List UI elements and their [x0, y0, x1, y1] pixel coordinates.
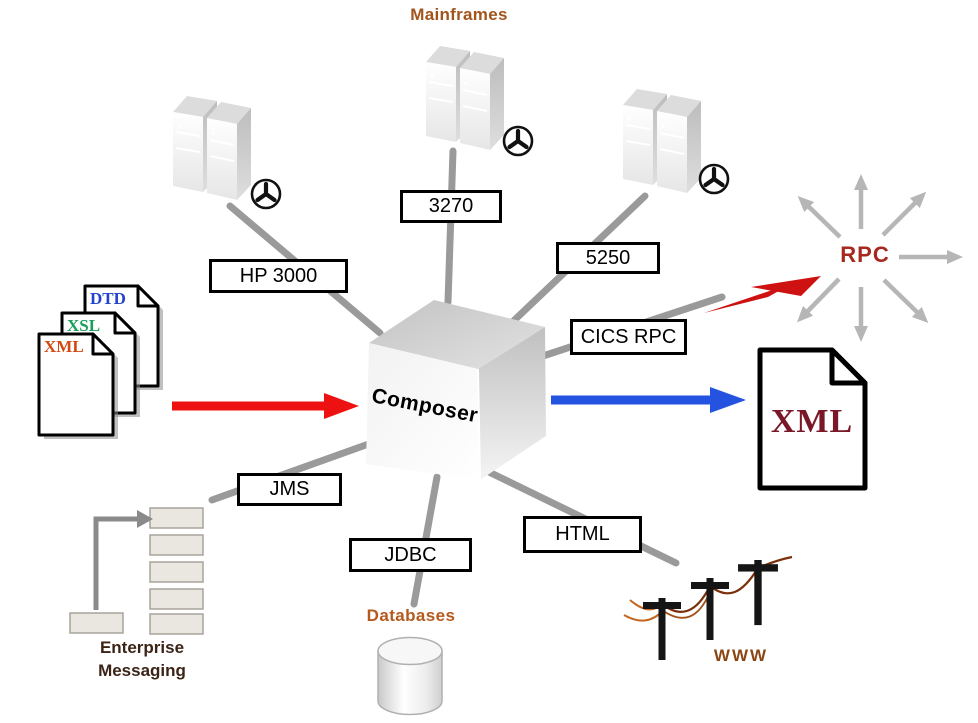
as400-server-tower-icon	[622, 88, 702, 194]
hp3000-server-tower-icon	[172, 95, 252, 201]
input-arrow	[172, 393, 359, 419]
protocol-label-3270: 3270	[428, 195, 474, 217]
clock-icon-right	[700, 165, 728, 193]
protocol-box-cics-rpc: CICS RPC	[570, 319, 687, 355]
starburst-arrows-icon	[796, 174, 963, 342]
enterprise-messaging-title-line2: Messaging	[98, 661, 186, 680]
mainframe-server-tower-icon	[425, 45, 505, 151]
www-title: WWW	[713, 646, 769, 665]
protocol-label-jdbc: JDBC	[384, 543, 437, 566]
protocol-box-html: HTML	[523, 516, 642, 553]
enterprise-messaging-title: Enterprise Messaging	[64, 636, 220, 682]
protocol-label-html: HTML	[555, 523, 610, 545]
protocol-label-5250: 5250	[585, 246, 631, 269]
input-doc-label-dtd: DTD	[90, 289, 126, 308]
protocol-box-hp3000: HP 3000	[209, 259, 348, 293]
protocol-box-3270: 3270	[400, 190, 502, 223]
database-cylinder-icon	[377, 636, 443, 716]
clock-icon-center	[504, 127, 532, 155]
output-document-icon	[757, 347, 868, 491]
mainframes-title: Mainframes	[410, 5, 508, 24]
output-doc-label-xml: XML	[770, 403, 854, 440]
rpc-title: RPC	[840, 242, 890, 267]
protocol-label-jms: JMS	[269, 478, 310, 500]
input-documents-icon	[37, 284, 163, 439]
telephone-poles-icon	[623, 555, 793, 660]
input-doc-label-xml: XML	[44, 337, 84, 356]
message-queue-icon	[69, 507, 204, 635]
input-doc-label-xsl: XSL	[67, 316, 101, 335]
clock-icon-left	[252, 180, 280, 208]
connector-line-3270	[444, 147, 457, 306]
lightning-bolt-icon	[704, 276, 821, 313]
databases-title: Databases	[366, 606, 456, 625]
composer-cube	[366, 300, 546, 481]
protocol-box-5250: 5250	[556, 242, 660, 274]
protocol-box-jdbc: JDBC	[349, 538, 472, 572]
output-arrow	[551, 387, 746, 413]
enterprise-messaging-title-line1: Enterprise	[99, 638, 185, 657]
protocol-box-jms: JMS	[237, 473, 342, 506]
protocol-label-hp3000: HP 3000	[239, 264, 318, 287]
protocol-label-cics-rpc: CICS RPC	[580, 325, 677, 348]
